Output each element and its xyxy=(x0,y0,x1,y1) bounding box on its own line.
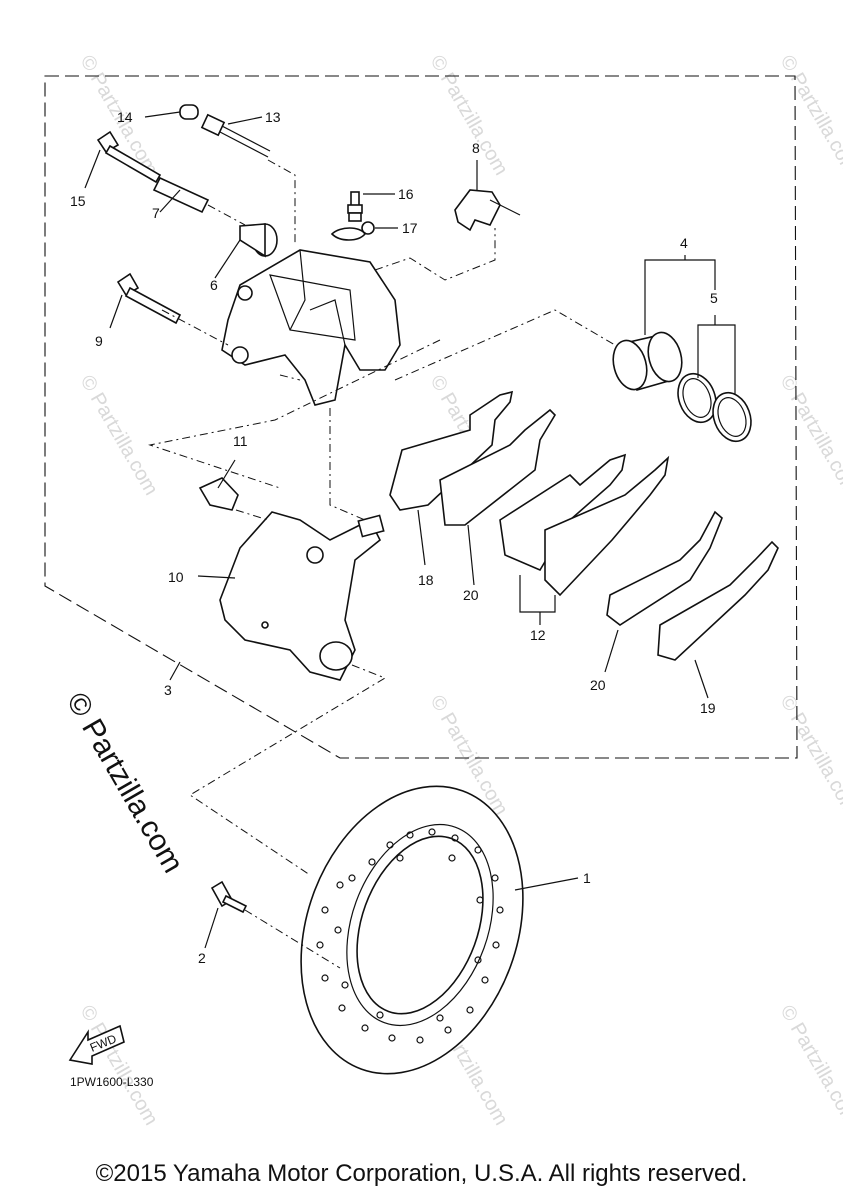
callout-20-lower: 20 xyxy=(590,677,606,693)
callout-6: 6 xyxy=(210,277,218,293)
slide-pin xyxy=(152,176,210,214)
brake-pad-upper xyxy=(439,408,557,526)
leader-lines xyxy=(84,111,736,969)
caliper-bolt-lower xyxy=(116,272,182,325)
piston-seals xyxy=(677,372,752,443)
callout-12: 12 xyxy=(530,627,546,643)
callout-2: 2 xyxy=(198,950,206,966)
callout-8: 8 xyxy=(472,140,480,156)
pad-spring xyxy=(454,189,521,232)
pad-pin xyxy=(200,113,271,158)
callout-19: 19 xyxy=(700,700,716,716)
watermark-text: © Partzilla.com xyxy=(76,372,162,500)
bleed-screw xyxy=(347,191,363,222)
callout-13: 13 xyxy=(265,109,281,125)
brake-pad-lower xyxy=(606,510,723,626)
callout-1: 1 xyxy=(583,870,591,886)
callout-5: 5 xyxy=(710,290,718,306)
watermark-text: © Partzilla.com xyxy=(76,1002,162,1130)
copyright-notice: ©2015 Yamaha Motor Corporation, U.S.A. A… xyxy=(95,1160,748,1187)
watermark-text: © Partzilla.com xyxy=(776,1002,843,1130)
callout-10: 10 xyxy=(168,569,184,585)
callout-20-upper: 20 xyxy=(463,587,479,603)
disc-bolt xyxy=(210,880,248,914)
caliper-piston xyxy=(612,331,683,391)
callout-16: 16 xyxy=(398,186,414,202)
dust-boot xyxy=(198,477,239,511)
callout-4: 4 xyxy=(680,235,688,251)
watermark-text: © Partzilla.com xyxy=(426,52,512,180)
bleed-cap xyxy=(330,221,375,241)
bushing xyxy=(239,223,278,258)
pad-shim xyxy=(389,390,514,511)
callout-3: 3 xyxy=(164,682,172,698)
callout-17: 17 xyxy=(402,220,418,236)
pad-shim-lower xyxy=(657,540,779,661)
caliper-body xyxy=(221,249,401,406)
pad-kit xyxy=(499,453,670,597)
watermark-text: © Partzilla.com xyxy=(776,692,843,820)
callout-labels: 1 2 3 4 5 6 7 8 9 10 11 12 13 14 15 16 1… xyxy=(70,109,718,966)
caliper-assembly-outline xyxy=(44,75,798,759)
watermark-main: © Partzilla.com xyxy=(60,687,190,879)
callout-14: 14 xyxy=(117,109,133,125)
callout-7: 7 xyxy=(152,205,160,221)
pin-plug xyxy=(179,104,199,120)
caliper-bolt-upper xyxy=(96,130,162,184)
watermark-text: © Partzilla.com xyxy=(776,372,843,500)
watermark-text: © Partzilla.com xyxy=(776,52,843,180)
brake-disc xyxy=(300,785,524,1075)
callout-9: 9 xyxy=(95,333,103,349)
drawing-code: 1PW1600-L330 xyxy=(70,1075,154,1089)
callout-18: 18 xyxy=(418,572,434,588)
caliper-bracket xyxy=(219,511,385,681)
callout-15: 15 xyxy=(70,193,86,209)
callout-11: 11 xyxy=(233,433,248,449)
